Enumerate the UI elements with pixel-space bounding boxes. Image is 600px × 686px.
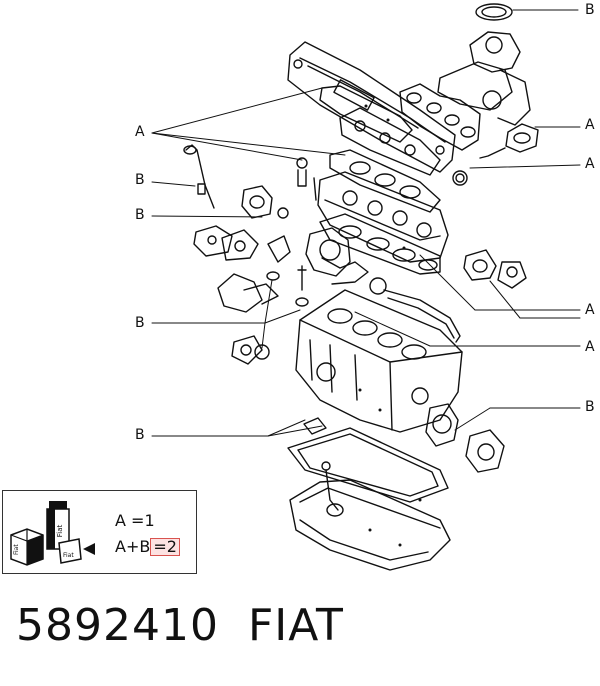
legend-ab-quantity: A+B=2	[115, 537, 180, 556]
oil-pan-gasket	[287, 417, 449, 503]
callout-b-rear-seal: B	[585, 399, 595, 415]
callout-b-brackets: B	[135, 315, 145, 331]
callout-a-right-2: A	[585, 156, 595, 172]
gasket-kit-icon: Fiat Fiat Fiat	[10, 501, 95, 566]
thermostat-housing	[437, 31, 531, 126]
cover-plates-left	[193, 225, 291, 263]
engine-gasket-exploded-diagram	[151, 3, 581, 571]
box-label-1: Fiat	[13, 544, 20, 555]
valve-cover-gasket	[319, 85, 413, 143]
quantity-legend: Fiat Fiat Fiat A =1 A+B=2	[2, 490, 197, 574]
stipple-detail	[358, 104, 422, 547]
callout-a-right-1: A	[585, 117, 595, 133]
cam-carrier	[339, 107, 441, 176]
rear-seal	[425, 403, 459, 447]
cylinder-head-gasket-upper	[329, 149, 441, 213]
flange-gasket-left	[241, 185, 289, 219]
callout-b-oil-pan: B	[135, 427, 145, 443]
callout-b-top: B	[585, 2, 595, 18]
oil-pan	[289, 461, 451, 571]
front-cover	[465, 429, 505, 473]
callout-b-flange: B	[135, 207, 145, 223]
mounting-brackets	[217, 271, 280, 365]
callout-a-right-3: A	[585, 302, 595, 318]
exhaust-manifold-gasket	[399, 83, 481, 151]
legend-a-quantity: A =1	[115, 511, 155, 530]
box-label-2: Fiat	[63, 552, 74, 559]
callout-a-right-4: A	[585, 339, 595, 355]
oil-pump-housing	[305, 227, 387, 295]
legend-ab-value: 2	[166, 537, 177, 556]
outlet-gasket-right	[463, 249, 527, 289]
legend-ab-label: A+B	[115, 537, 151, 556]
sensor-flange-right	[452, 123, 539, 186]
valve-parts	[295, 157, 317, 307]
brand-name: FIAT	[248, 600, 344, 651]
valve-cover	[287, 41, 456, 173]
engine-block	[295, 289, 463, 433]
jar-label: Fiat	[56, 524, 64, 537]
dipstick	[183, 144, 215, 209]
part-number: 5892410	[16, 600, 219, 651]
legend-ab-value-highlight: =2	[150, 538, 180, 556]
ring-seal-top	[475, 3, 513, 21]
callout-a-valve-cover: A	[135, 124, 145, 140]
leader-lines	[151, 9, 581, 437]
coolant-pipe	[383, 289, 461, 343]
callout-b-dipstick: B	[135, 172, 145, 188]
